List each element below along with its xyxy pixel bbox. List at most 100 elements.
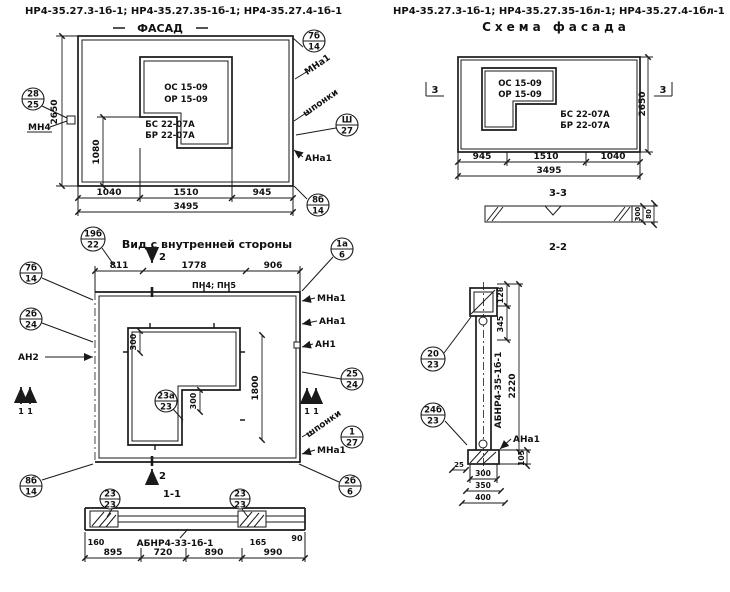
scheme-flag-right: 3 [654,82,673,97]
svg-text:300: 300 [129,333,138,350]
callout-1-27: 1 27 [340,425,364,449]
svg-text:шпонки: шпонки [304,409,343,440]
svg-text:23: 23 [104,501,116,511]
svg-text:27: 27 [346,439,358,449]
section-2-2-title: 2-2 [549,242,567,253]
inner-view-drawing: 19б 22 Вид с внутренней стороны 811 1778… [13,226,364,498]
svg-text:28: 28 [27,90,39,100]
svg-text:АНа1: АНа1 [305,154,332,164]
inner-mna1-bottom: МНа1 [301,446,346,456]
scheme-label-os: ОС 15-09 [498,79,542,89]
facade-label-mn4: МН4 [28,123,51,133]
facade-shponki-label: шпонки [293,88,340,122]
inner-mna1-top: МНа1 [301,294,346,304]
svg-text:1080: 1080 [92,139,102,164]
svg-text:24: 24 [346,381,358,391]
dim-895: 895 [104,548,123,558]
callout-25-24: 25 24 [301,367,364,391]
scheme-panel [457,56,641,153]
svg-text:23а: 23а [157,392,175,402]
dim-1510: 1510 [173,188,198,198]
svg-text:АН1: АН1 [315,340,336,350]
scheme-label-br: БР 22-07А [560,121,610,131]
dim-128: 128 [496,286,505,303]
svg-text:7б: 7б [308,31,320,42]
svg-text:1: 1 [313,407,319,416]
facade-dim-1080: 1080 [92,113,140,190]
svg-text:300: 300 [189,392,198,409]
dim-945: 945 [253,188,272,198]
facade-title: ФАСАД [137,22,183,35]
section-3-3-dims: 300 80 [634,199,658,229]
callout-23-23-right: 23 23 [229,488,251,518]
svg-text:14: 14 [25,488,37,498]
section-1-1-label: АБНР4-33-1б-1 [137,528,213,549]
svg-text:23: 23 [104,490,116,500]
header-left-codes: НР4-35.27.3-1б-1; НР4-35.27.35-1б-1; НР4… [25,5,342,17]
callout-2b-24: 2б 24 [19,307,94,343]
facade-drawing: ФАСАД ОС 15-09 ОР 15-09 БС 22-07А БР 22-… [21,22,359,217]
dim-720: 720 [154,548,173,558]
inner-panel [94,291,301,463]
svg-text:МНа1: МНа1 [303,53,332,78]
dim-1040: 1040 [96,188,121,198]
svg-text:2650: 2650 [638,91,648,116]
dim-300-s22: 300 [475,469,491,478]
callout-24b-23: 24б 23 [420,402,468,446]
svg-text:Ш: Ш [342,116,353,126]
facade-mna1-label: МНа1 [294,53,333,80]
callout-20-23: 20 23 [420,316,472,372]
svg-text:24: 24 [25,321,37,331]
scheme-title: Схема фасада [482,20,630,34]
svg-text:22: 22 [87,241,99,251]
svg-text:2: 2 [159,252,166,263]
dim-3495: 3495 [173,202,198,212]
callout-7b-14-facade: 7б 14 [292,29,326,53]
facade-label-br: БР 22-07А [145,131,195,141]
header: НР4-35.27.3-1б-1; НР4-35.27.35-1б-1; НР4… [25,5,725,17]
callout-28-25: 28 25 [21,87,68,119]
section-1-1-title: 1-1 [163,489,181,500]
dim-400: 400 [475,493,491,502]
section-2-2-drawing: 2-2 128 345 2220 АБНР4-35-1б-1 20 23 24б… [420,242,567,507]
svg-text:23: 23 [234,490,246,500]
svg-text:2б: 2б [344,476,356,487]
section-1-1-drawing: 1-1 23 23 23 23 160 АБНР4-33-1б-1 165 90… [81,488,309,562]
dim-90: 90 [291,534,303,543]
section-2-2-dims-right: 128 345 2220 [496,280,531,465]
facade-dims-bottom: 1040 1510 945 3495 [74,148,297,216]
scheme-dims-bottom: 945 1510 1040 3495 [454,152,644,180]
svg-text:3: 3 [660,85,667,96]
inner-dim-300b: 300 [189,386,204,416]
facade-ana1-label: АНа1 [293,149,332,164]
section-2-2-ana1: АНа1 [499,435,540,450]
dim-990: 990 [264,548,283,558]
svg-text:1а: 1а [336,240,348,250]
dim-890: 890 [205,548,224,558]
callout-7b-14-inner: 7б 14 [19,261,94,301]
dim-811: 811 [110,261,129,271]
svg-text:1800: 1800 [251,375,261,400]
svg-text:6: 6 [347,488,353,498]
svg-text:2б: 2б [25,309,37,320]
svg-text:27: 27 [341,127,353,137]
svg-text:3: 3 [432,85,439,96]
dim-3495-scheme: 3495 [536,166,561,176]
dim-1510-scheme: 1510 [533,152,558,162]
section-2-2-label: АБНР4-35-1б-1 [493,352,504,429]
inner-view-title: Вид с внутренней стороны [122,238,292,251]
dim-1040-scheme: 1040 [600,152,625,162]
svg-text:шпонки: шпонки [301,88,340,119]
svg-text:АН2: АН2 [18,353,39,363]
section-3-3-profile [484,205,658,223]
dim-25: 25 [454,461,464,469]
section-2-2-dims-bottom: 25 300 350 400 105 [448,446,531,507]
facade-label-bs: БС 22-07А [145,120,195,130]
scheme-label-bs: БС 22-07А [560,110,610,120]
svg-text:8б: 8б [312,195,324,206]
facade-label-os: ОС 15-09 [164,83,208,93]
svg-text:23: 23 [160,403,172,413]
svg-text:8б: 8б [25,476,37,487]
section1-marks-right: 1 1 [299,388,324,416]
scheme-flag-left: 3 [425,82,444,97]
